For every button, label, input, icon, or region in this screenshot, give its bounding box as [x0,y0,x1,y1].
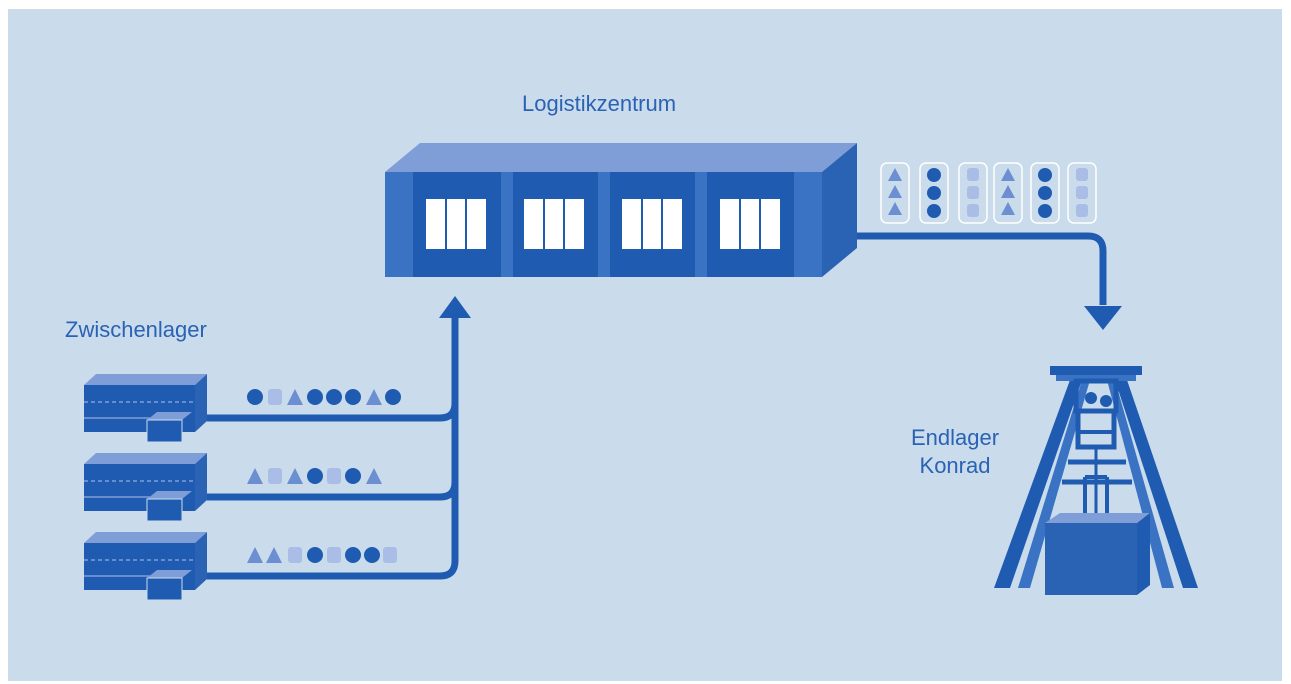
arrowhead-up-icon [439,296,471,318]
zwischenlager-label: Zwischenlager [65,317,207,342]
endlager-label-line2: Konrad [919,453,991,478]
flow-lines [207,232,1107,580]
flow-line-to-endlager [848,232,1107,305]
endlager-label: Endlager Konrad [880,424,1030,480]
waste-symbols-row-3 [247,547,397,563]
flow-line-3 [207,400,459,580]
bay-window-4 [718,197,782,251]
flow-line-2 [207,481,459,501]
logistikzentrum-label: Logistikzentrum [522,91,677,116]
container-circles-1 [919,162,949,224]
bay-window-2 [522,197,586,251]
bay-window-1 [424,197,488,251]
headframe-icon [994,366,1198,595]
bay-window-3 [620,197,684,251]
arrowhead-down-icon [1084,306,1122,330]
zwischenlager-building-2 [84,453,207,522]
endlager-label-line1: Endlager [910,425,1000,450]
waste-symbols-row-1 [247,389,401,405]
container-circles-2 [1030,162,1060,224]
container-squares-1 [958,162,988,224]
container-squares-2 [1067,162,1097,224]
waste-symbols-row-2 [247,468,382,484]
container-triangles-2 [993,162,1023,224]
sorted-containers [880,162,1097,224]
container-triangles-1 [880,162,910,224]
zwischenlager-building-1 [84,374,207,443]
zwischenlager-building-3 [84,532,207,601]
logistikzentrum-building [385,143,857,277]
